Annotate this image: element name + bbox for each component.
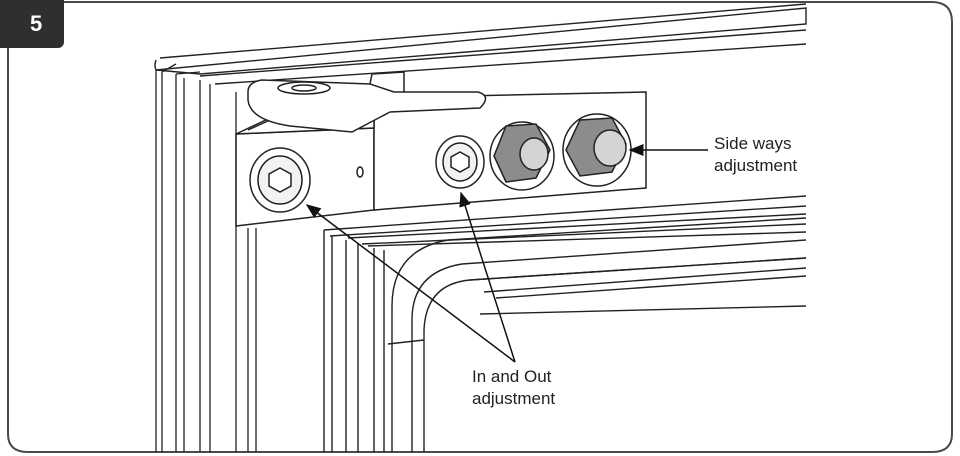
- in-out-leader-left: [305, 204, 516, 363]
- callout-leaders: [305, 144, 708, 363]
- in-out-leader-middle: [459, 191, 516, 363]
- in-and-out-label-line1: In and Out: [472, 367, 552, 386]
- side-ways-adjustment-label: Side ways adjustment: [714, 133, 797, 177]
- outer-frame-top: [154, 3, 807, 85]
- side-ways-label-line1: Side ways: [714, 134, 792, 153]
- panel-border: [7, 1, 953, 453]
- hinge-arm: [247, 71, 487, 133]
- side-ways-nut-1: [489, 121, 555, 191]
- in-and-out-adjustment-label: In and Out adjustment: [472, 366, 555, 410]
- step-number-badge: 5: [0, 0, 64, 48]
- in-out-bolt-left: [249, 147, 364, 213]
- door-frame: [323, 195, 807, 452]
- in-out-bolt-middle: [435, 135, 485, 189]
- in-and-out-label-line2: adjustment: [472, 389, 556, 408]
- side-ways-nut-2: [562, 113, 632, 187]
- side-ways-label-line2: adjustment: [714, 156, 798, 175]
- outer-frame-left: [155, 63, 257, 452]
